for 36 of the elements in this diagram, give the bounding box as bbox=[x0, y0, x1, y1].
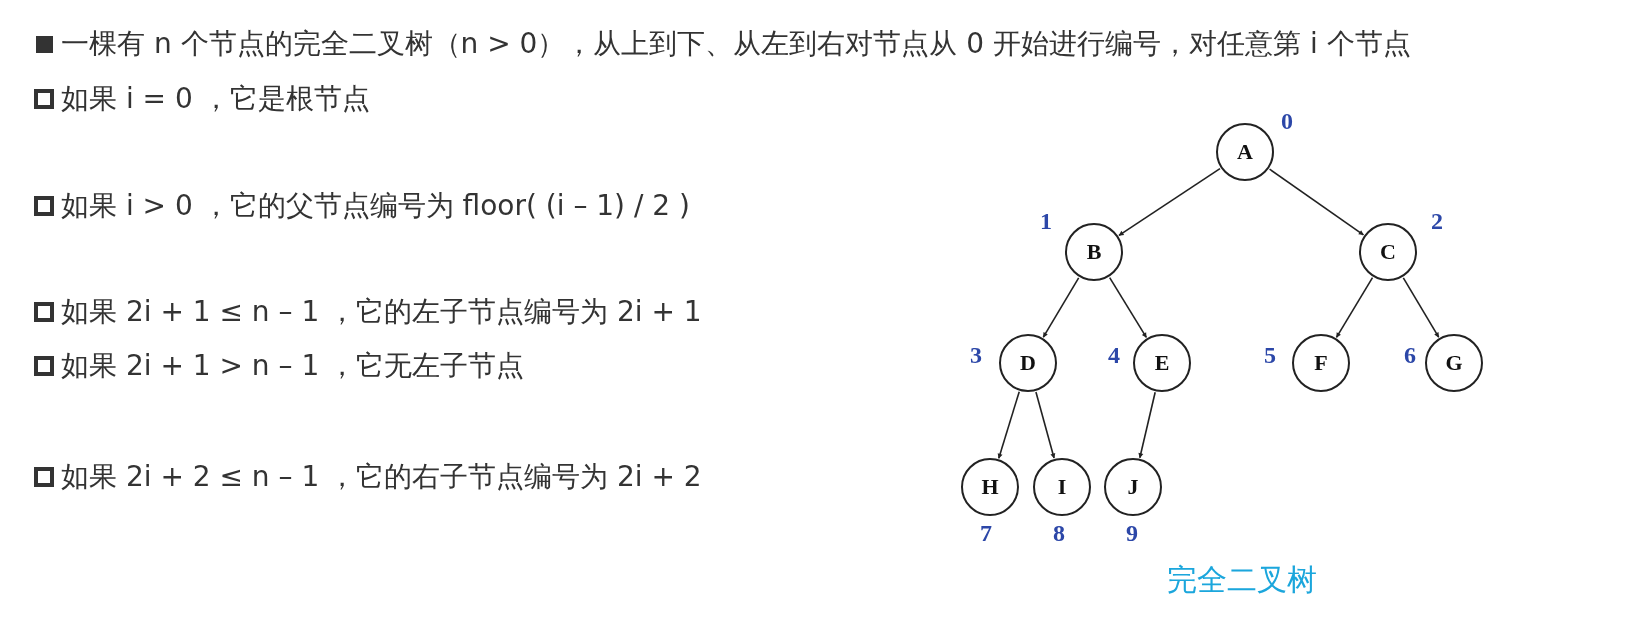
arrow bbox=[1335, 276, 1374, 339]
tree-node-circle: H bbox=[961, 458, 1019, 516]
text-line: 如果 2i + 2 ≤ n – 1 ，它的右子节点编号为 2i + 2 bbox=[61, 460, 702, 494]
arrow bbox=[1118, 167, 1221, 237]
text-line: 如果 2i + 1 > n – 1 ，它无左子节点 bbox=[61, 349, 525, 383]
arrow bbox=[997, 390, 1020, 460]
node-index-number: 1 bbox=[1040, 208, 1052, 234]
node-index-number: 0 bbox=[1281, 108, 1293, 134]
node-index-number: 2 bbox=[1431, 208, 1443, 234]
tree-node-circle: B bbox=[1065, 223, 1123, 281]
tree-node-circle: C bbox=[1359, 223, 1417, 281]
text-line: 如果 i > 0 ，它的父节点编号为 floor( (i – 1) / 2 ) bbox=[61, 189, 690, 223]
tree-node-circle: J bbox=[1104, 458, 1162, 516]
text-line: 如果 i = 0 ，它是根节点 bbox=[61, 82, 370, 116]
tree-node-circle: A bbox=[1216, 123, 1274, 181]
node-index-number: 5 bbox=[1264, 342, 1276, 368]
node-index-number: 4 bbox=[1108, 342, 1120, 368]
node-index-number: 6 bbox=[1404, 342, 1416, 368]
tree-node-circle: G bbox=[1425, 334, 1483, 392]
text-line: 一棵有 n 个节点的完全二叉树（n > 0），从上到下、从左到右对节点从 0 开始进行编号，对任意第 i 个节点 bbox=[61, 27, 1411, 61]
node-index-number: 7 bbox=[980, 520, 992, 546]
arrow bbox=[1268, 168, 1365, 236]
arrow bbox=[1035, 391, 1056, 459]
arrow bbox=[1138, 391, 1156, 459]
arrow bbox=[1042, 277, 1080, 338]
tree-node-circle: I bbox=[1033, 458, 1091, 516]
node-index-number: 8 bbox=[1053, 520, 1065, 546]
tree-node-circle: F bbox=[1292, 334, 1350, 392]
tree-node-circle: D bbox=[999, 334, 1057, 392]
caption: 完全二叉树 bbox=[1167, 560, 1317, 599]
arrow bbox=[1402, 277, 1440, 338]
tree-node-circle: E bbox=[1133, 334, 1191, 392]
node-index-number: 3 bbox=[970, 342, 982, 368]
arrow bbox=[1108, 276, 1148, 339]
text-line: 如果 2i + 1 ≤ n – 1 ，它的左子节点编号为 2i + 1 bbox=[61, 295, 702, 329]
node-index-number: 9 bbox=[1126, 520, 1138, 546]
